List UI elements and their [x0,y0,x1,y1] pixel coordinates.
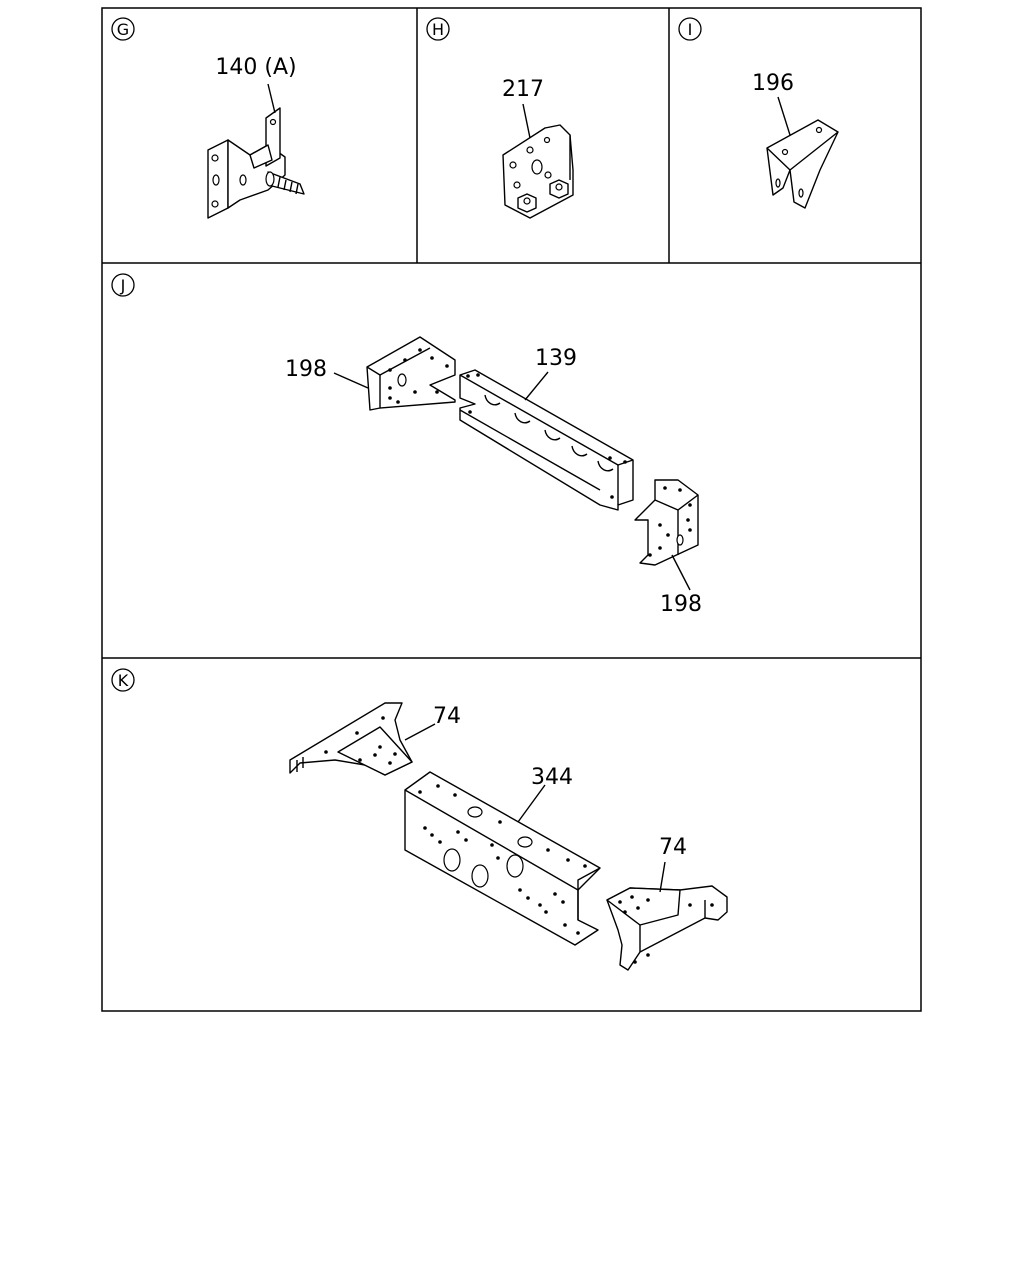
section-marker-h: H [426,17,450,41]
part-label-217: 217 [502,77,544,102]
part-label-344: 344 [531,765,573,790]
svg-text:J: J [120,276,126,295]
part-label-140a: 140 (A) [215,55,296,80]
part-label-74-lower: 74 [659,835,687,860]
part-198-right-bracket-drawing [634,479,699,591]
svg-text:I: I [688,20,693,39]
section-marker-k: K [111,668,135,692]
section-marker-j: J [111,273,135,297]
svg-text:H: H [432,20,444,39]
part-217-bracket-drawing [502,103,574,219]
section-marker-g: G [111,17,135,41]
part-196-bracket-drawing [766,96,839,209]
part-label-74-upper: 74 [433,704,461,729]
diagram-frame [101,7,922,1012]
part-label-139: 139 [535,346,577,371]
svg-text:K: K [118,671,129,690]
part-74-lower-gusset-drawing [606,861,728,971]
svg-text:G: G [117,20,129,39]
part-139-crossmember-drawing [459,369,634,511]
part-198-left-bracket-drawing [333,336,456,411]
part-label-198-right: 198 [660,592,702,617]
part-344-crossmember-drawing [404,771,601,946]
part-label-198-left: 198 [285,357,327,382]
part-74-upper-gusset-drawing [289,702,436,776]
part-label-196: 196 [752,71,794,96]
section-marker-i: I [678,17,702,41]
part-140a-bracket-drawing [207,83,305,219]
